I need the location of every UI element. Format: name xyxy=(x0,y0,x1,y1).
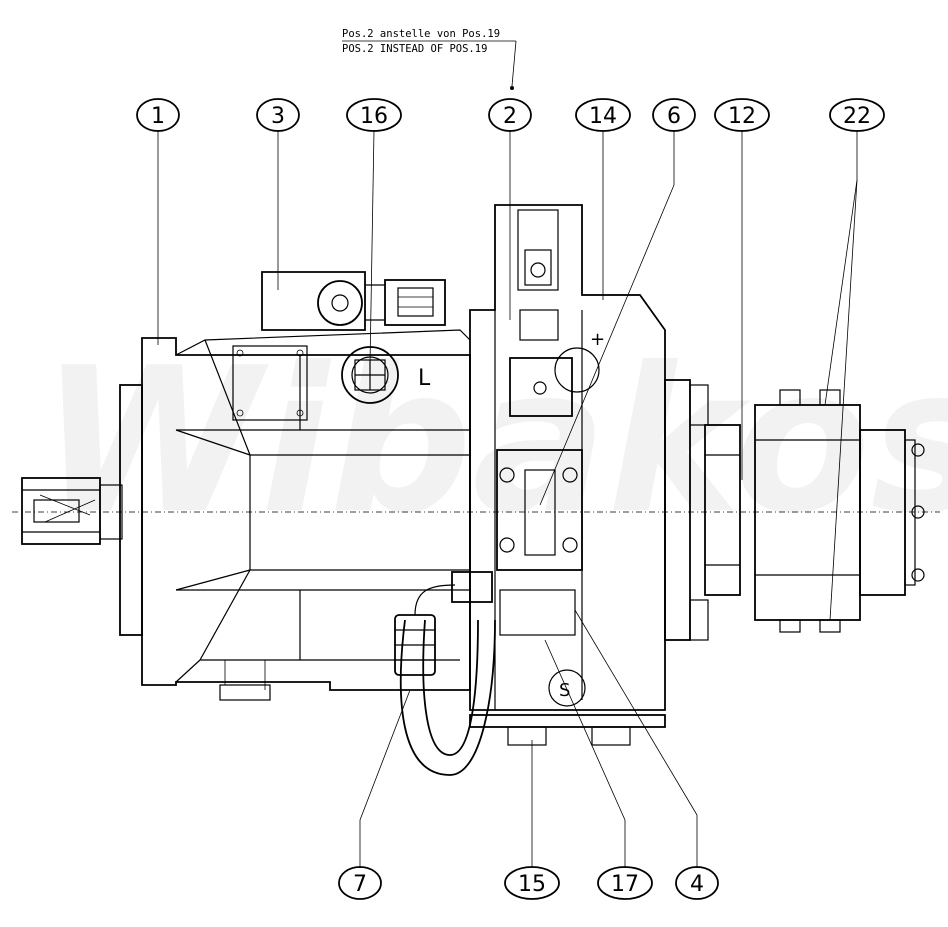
callout-4: 4 xyxy=(675,866,719,900)
auxiliary-pump xyxy=(754,389,925,633)
callout-6-label: 6 xyxy=(667,104,681,129)
callout-12-label: 12 xyxy=(728,104,756,129)
port-s-label: S xyxy=(559,680,570,701)
note-line-english: POS.2 INSTEAD OF POS.19 xyxy=(342,43,487,55)
note-line-german: Pos.2 anstelle von Pos.19 xyxy=(342,28,500,40)
callout-17: 17 xyxy=(597,866,653,900)
callout-2: 2 xyxy=(488,98,532,132)
callout-7-label: 7 xyxy=(353,872,367,897)
callout-4-label: 4 xyxy=(690,872,704,897)
port-l-label: L xyxy=(418,366,431,391)
control-valve-block: + S xyxy=(469,204,666,746)
callout-7: 7 xyxy=(338,866,382,900)
callout-16: 16 xyxy=(346,98,402,132)
hydraulic-hose xyxy=(394,571,496,776)
callout-14: 14 xyxy=(575,98,631,132)
revision-note: Pos.2 anstelle von Pos.19 POS.2 INSTEAD … xyxy=(342,28,517,90)
callout-22-label: 22 xyxy=(843,104,871,129)
callout-22: 22 xyxy=(829,98,885,132)
callout-6: 6 xyxy=(652,98,696,132)
callout-15: 15 xyxy=(504,866,560,900)
adapter-flange xyxy=(664,379,741,641)
callout-2-label: 2 xyxy=(503,104,517,129)
callout-17-label: 17 xyxy=(611,872,639,897)
callout-1: 1 xyxy=(136,98,180,132)
callout-16-label: 16 xyxy=(360,104,388,129)
callout-3-label: 3 xyxy=(271,104,285,129)
callout-14-label: 14 xyxy=(589,104,617,129)
callout-12: 12 xyxy=(714,98,770,132)
sensor-connector xyxy=(261,271,446,331)
plus-sign-label: + xyxy=(590,329,605,350)
drive-shaft xyxy=(21,477,123,545)
watermark-text: Wibakos xyxy=(40,325,948,558)
leader-lines xyxy=(157,129,858,868)
callout-1-label: 1 xyxy=(151,104,165,129)
pump-housing xyxy=(119,329,471,701)
callout-3: 3 xyxy=(256,98,300,132)
callout-15-label: 15 xyxy=(518,872,546,897)
